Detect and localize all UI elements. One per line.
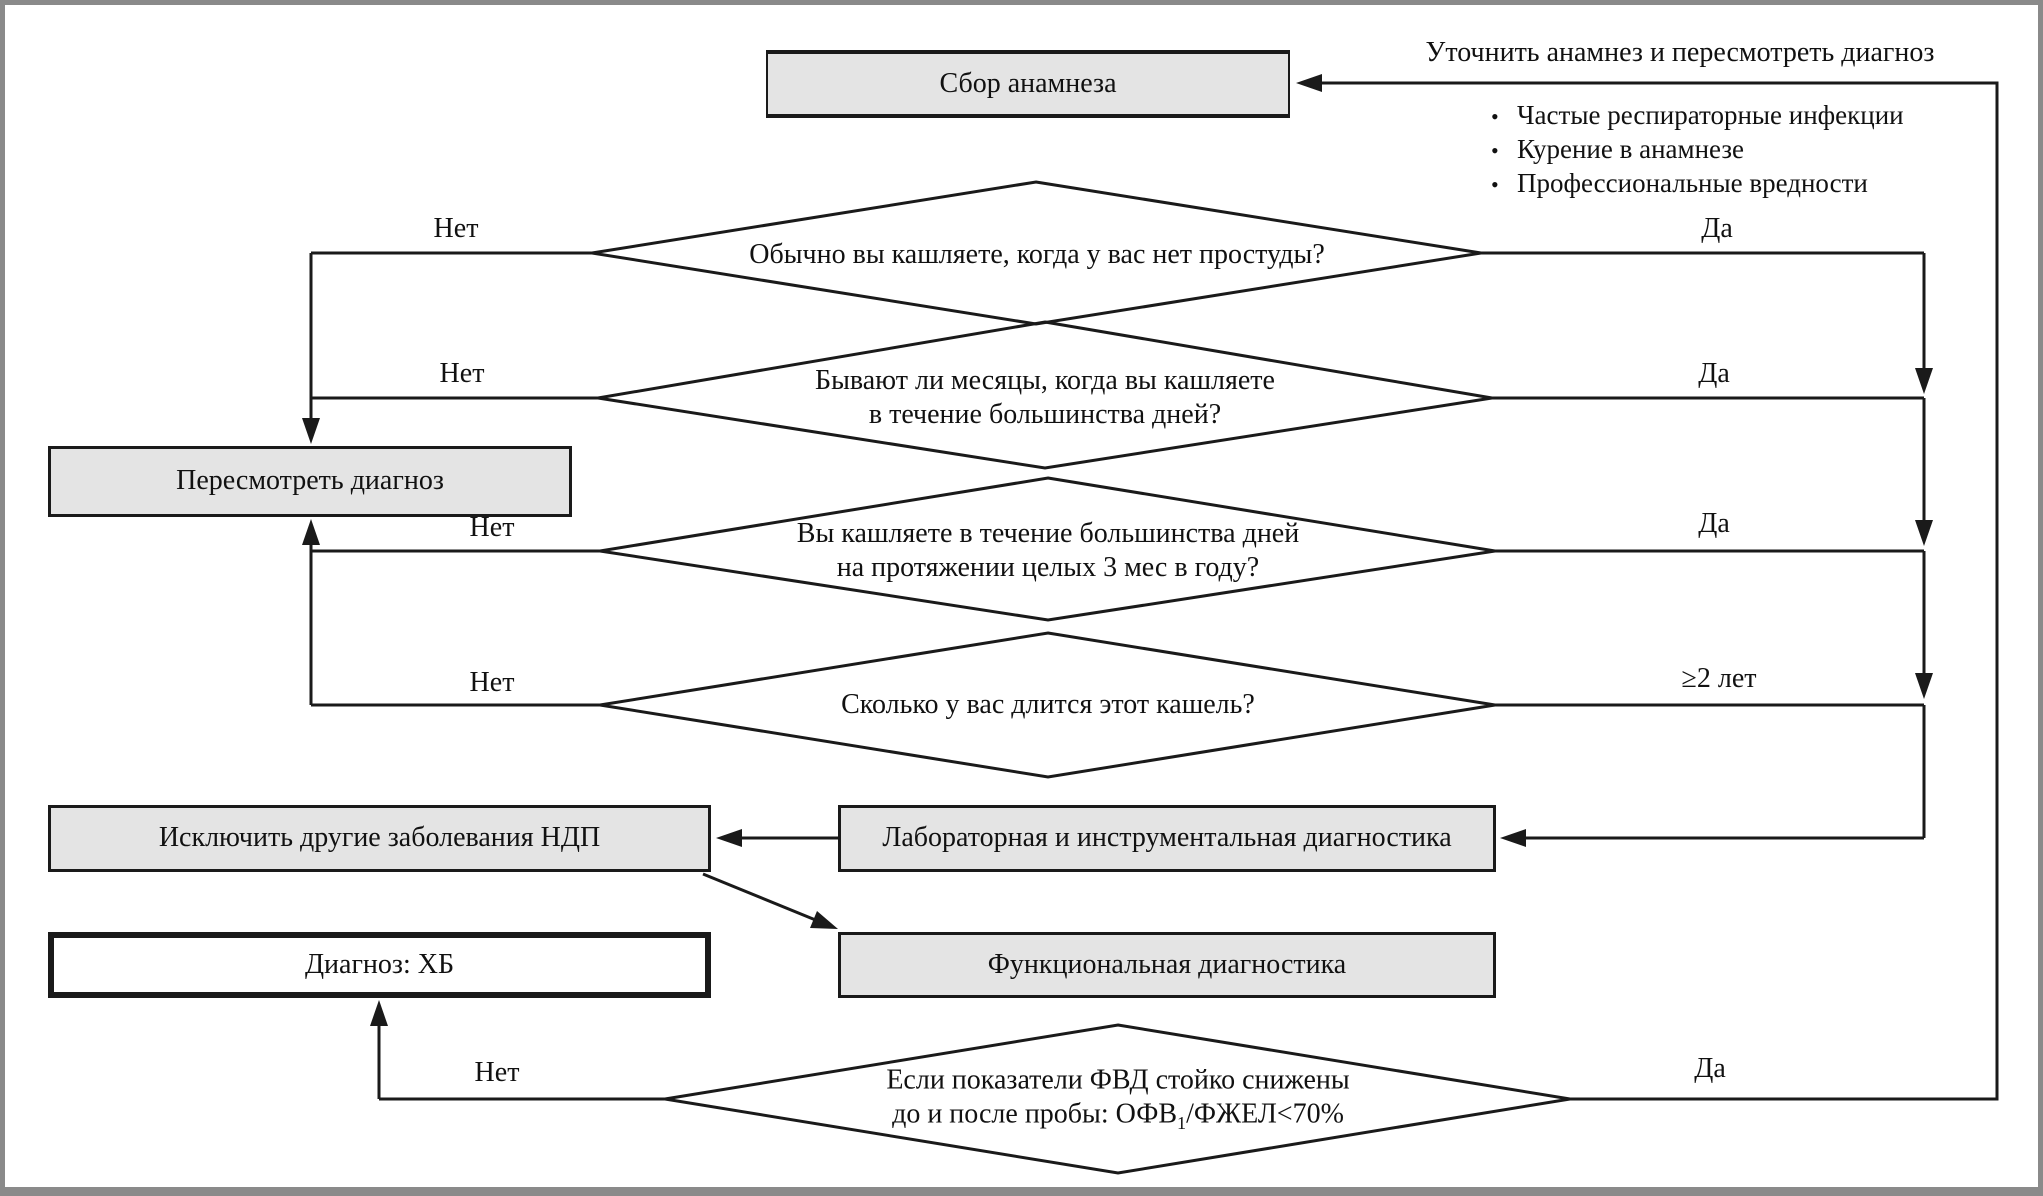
arrowhead-into-isklyuchit xyxy=(716,829,742,847)
anamnesis-notes-list: • Частые респираторные инфекции • Курени… xyxy=(1491,99,1904,201)
diamond-fvd-question: Если показатели ФВД стойко снижены до и … xyxy=(708,1064,1528,1135)
arrowhead-rail-to-d4 xyxy=(1915,673,1933,699)
box-lab-diagnostika-label: Лабораторная и инструментальная диагност… xyxy=(882,822,1452,854)
label-utochnit-anamnez: Уточнить анамнез и пересмотреть диагноз xyxy=(1425,37,1935,68)
list-item: • Профессиональные вредности xyxy=(1491,167,1904,201)
list-item-text: Курение в анамнезе xyxy=(1517,134,1745,164)
label-d3-yes: Да xyxy=(1698,508,1730,539)
arrowhead-rail-to-d3 xyxy=(1915,520,1933,546)
diamond-how-long-shape xyxy=(599,631,1496,779)
arrowhead-rail-to-d2 xyxy=(1915,368,1933,394)
box-funk-diagnostika: Функциональная диагностика xyxy=(838,932,1496,998)
diamond-months-coughing-shape xyxy=(597,320,1493,470)
diamond-three-months-shape xyxy=(599,476,1496,622)
arrowhead-into-diagnoz xyxy=(370,1000,388,1026)
arrowhead-into-peresmotret-top xyxy=(302,418,320,444)
box-sbor-anamneza: Сбор анамнеза xyxy=(766,50,1290,118)
bullet-icon: • xyxy=(1491,104,1499,129)
connector-d5-yes-loop xyxy=(1322,81,1999,1101)
box-lab-diagnostika: Лабораторная и инструментальная диагност… xyxy=(838,805,1496,872)
box-diagnoz-hb: Диагноз: ХБ xyxy=(48,932,711,998)
box-sbor-anamneza-label: Сбор анамнеза xyxy=(939,67,1117,99)
box-isklyuchit-ndp: Исключить другие заболевания НДП xyxy=(48,805,711,872)
box-diagnoz-hb-label: Диагноз: ХБ xyxy=(304,948,455,980)
arrowhead-into-lab xyxy=(1500,829,1526,847)
label-d4-no: Нет xyxy=(469,667,515,698)
label-d5-yes: Да xyxy=(1694,1053,1726,1084)
bullet-icon: • xyxy=(1491,172,1499,197)
diamond-fvd-shape xyxy=(664,1023,1571,1175)
list-item-text: Профессиональные вредности xyxy=(1517,168,1868,198)
label-d2-yes: Да xyxy=(1698,358,1730,389)
label-d1-yes: Да xyxy=(1701,213,1733,244)
box-funk-diagnostika-label: Функциональная диагностика xyxy=(987,948,1347,980)
bullet-icon: • xyxy=(1491,138,1499,163)
arrowhead-into-funk xyxy=(810,911,838,929)
box-peresmotret-diagnoz-label: Пересмотреть диагноз xyxy=(176,465,444,497)
list-item: • Частые респираторные инфекции xyxy=(1491,99,1904,133)
fvd-formula-line: до и после пробы: ОФВ1/ФЖЕЛ<70% xyxy=(892,1098,1344,1134)
connector-isklyuchit-to-funk xyxy=(702,872,819,923)
diamond-cough-no-cold-question: Обычно вы кашляете, когда у вас нет прос… xyxy=(749,238,1325,270)
label-d4-ge2years: ≥2 лет xyxy=(1681,663,1757,694)
diamond-months-coughing-question: Бывают ли месяцы, когда вы кашляете в те… xyxy=(815,364,1275,430)
list-item: • Курение в анамнезе xyxy=(1491,133,1904,167)
list-item-text: Частые респираторные инфекции xyxy=(1517,100,1904,130)
box-isklyuchit-ndp-label: Исключить другие заболевания НДП xyxy=(158,822,601,854)
diamond-three-months-question: Вы кашляете в течение большинства дней н… xyxy=(796,517,1300,583)
label-d1-no: Нет xyxy=(433,213,479,244)
box-peresmotret-diagnoz: Пересмотреть диагноз xyxy=(48,446,572,517)
label-d5-no: Нет xyxy=(474,1057,520,1088)
diamond-how-long-question: Сколько у вас длится этот кашель? xyxy=(841,688,1255,720)
arrowhead-into-peresmotret-bottom xyxy=(302,519,320,545)
label-d2-no: Нет xyxy=(439,358,485,389)
label-d3-no: Нет xyxy=(469,512,515,543)
arrowhead-into-sbor xyxy=(1296,74,1322,92)
